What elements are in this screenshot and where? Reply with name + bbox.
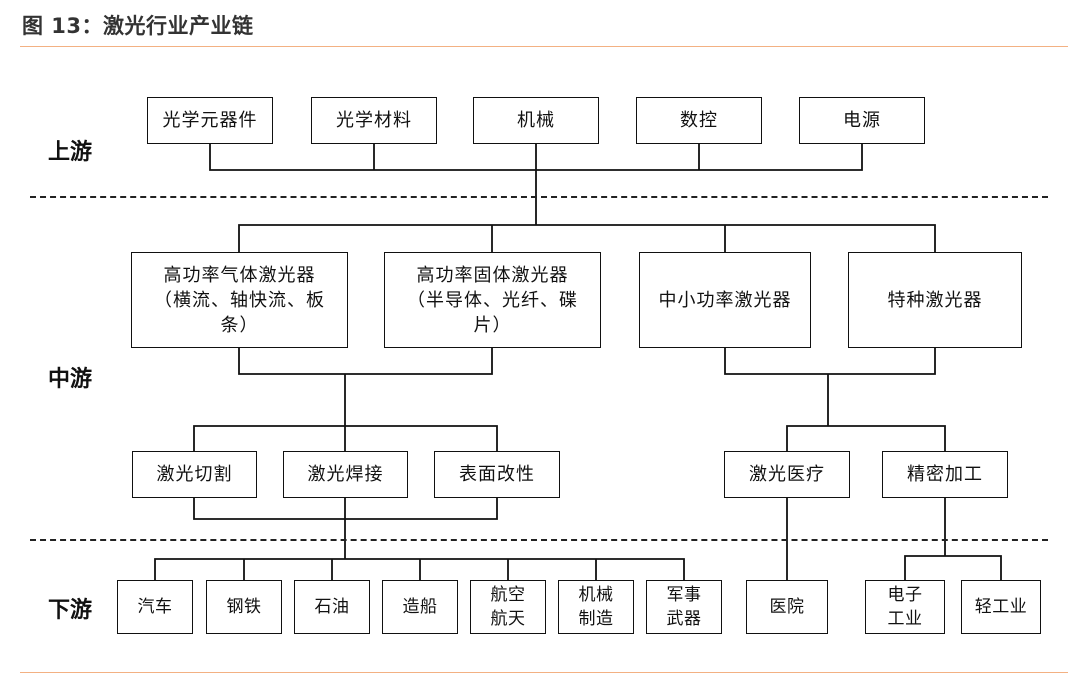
process-bus-right [786, 425, 946, 451]
node-surface-modification: 表面改性 [434, 451, 560, 498]
figure-title: 图 13：激光行业产业链 [22, 14, 254, 38]
node-power-supply: 电源 [799, 97, 925, 144]
node-electronics-industry: 电子 工业 [865, 580, 945, 634]
node-hospital: 医院 [746, 580, 828, 634]
divider-upper [30, 196, 1048, 198]
bottom-rule [20, 672, 1068, 673]
node-optical-materials: 光学材料 [311, 97, 437, 144]
node-high-power-solid-laser: 高功率固体激光器 （半导体、光纤、碟 片） [384, 252, 601, 348]
node-automotive: 汽车 [117, 580, 193, 634]
tier-upstream-label: 上游 [48, 140, 93, 165]
precision-bus [904, 555, 1002, 580]
node-laser-medical: 激光医疗 [724, 451, 850, 498]
node-military: 军事 武器 [646, 580, 722, 634]
left-merge [238, 348, 493, 375]
title-rule [20, 46, 1068, 47]
node-special-laser: 特种激光器 [848, 252, 1022, 348]
node-high-power-gas-laser: 高功率气体激光器 （横流、轴快流、板 条） [131, 252, 348, 348]
node-oil: 石油 [294, 580, 370, 634]
node-steel: 钢铁 [206, 580, 282, 634]
node-laser-cutting: 激光切割 [132, 451, 257, 498]
tier-downstream-label: 下游 [48, 598, 93, 623]
divider-lower [30, 539, 1048, 541]
node-machinery-manufacturing: 机械 制造 [558, 580, 634, 634]
node-light-industry: 轻工业 [961, 580, 1041, 634]
node-aerospace: 航空 航天 [470, 580, 546, 634]
node-shipbuilding: 造船 [382, 580, 458, 634]
right-merge [724, 348, 936, 375]
tier-midstream-label: 中游 [48, 367, 93, 392]
node-low-medium-power-laser: 中小功率激光器 [639, 252, 811, 348]
node-machinery: 机械 [473, 97, 599, 144]
node-optical-components: 光学元器件 [147, 97, 273, 144]
node-precision-machining: 精密加工 [882, 451, 1008, 498]
node-laser-welding: 激光焊接 [283, 451, 408, 498]
node-cnc: 数控 [636, 97, 762, 144]
midstream-bus [238, 224, 936, 252]
